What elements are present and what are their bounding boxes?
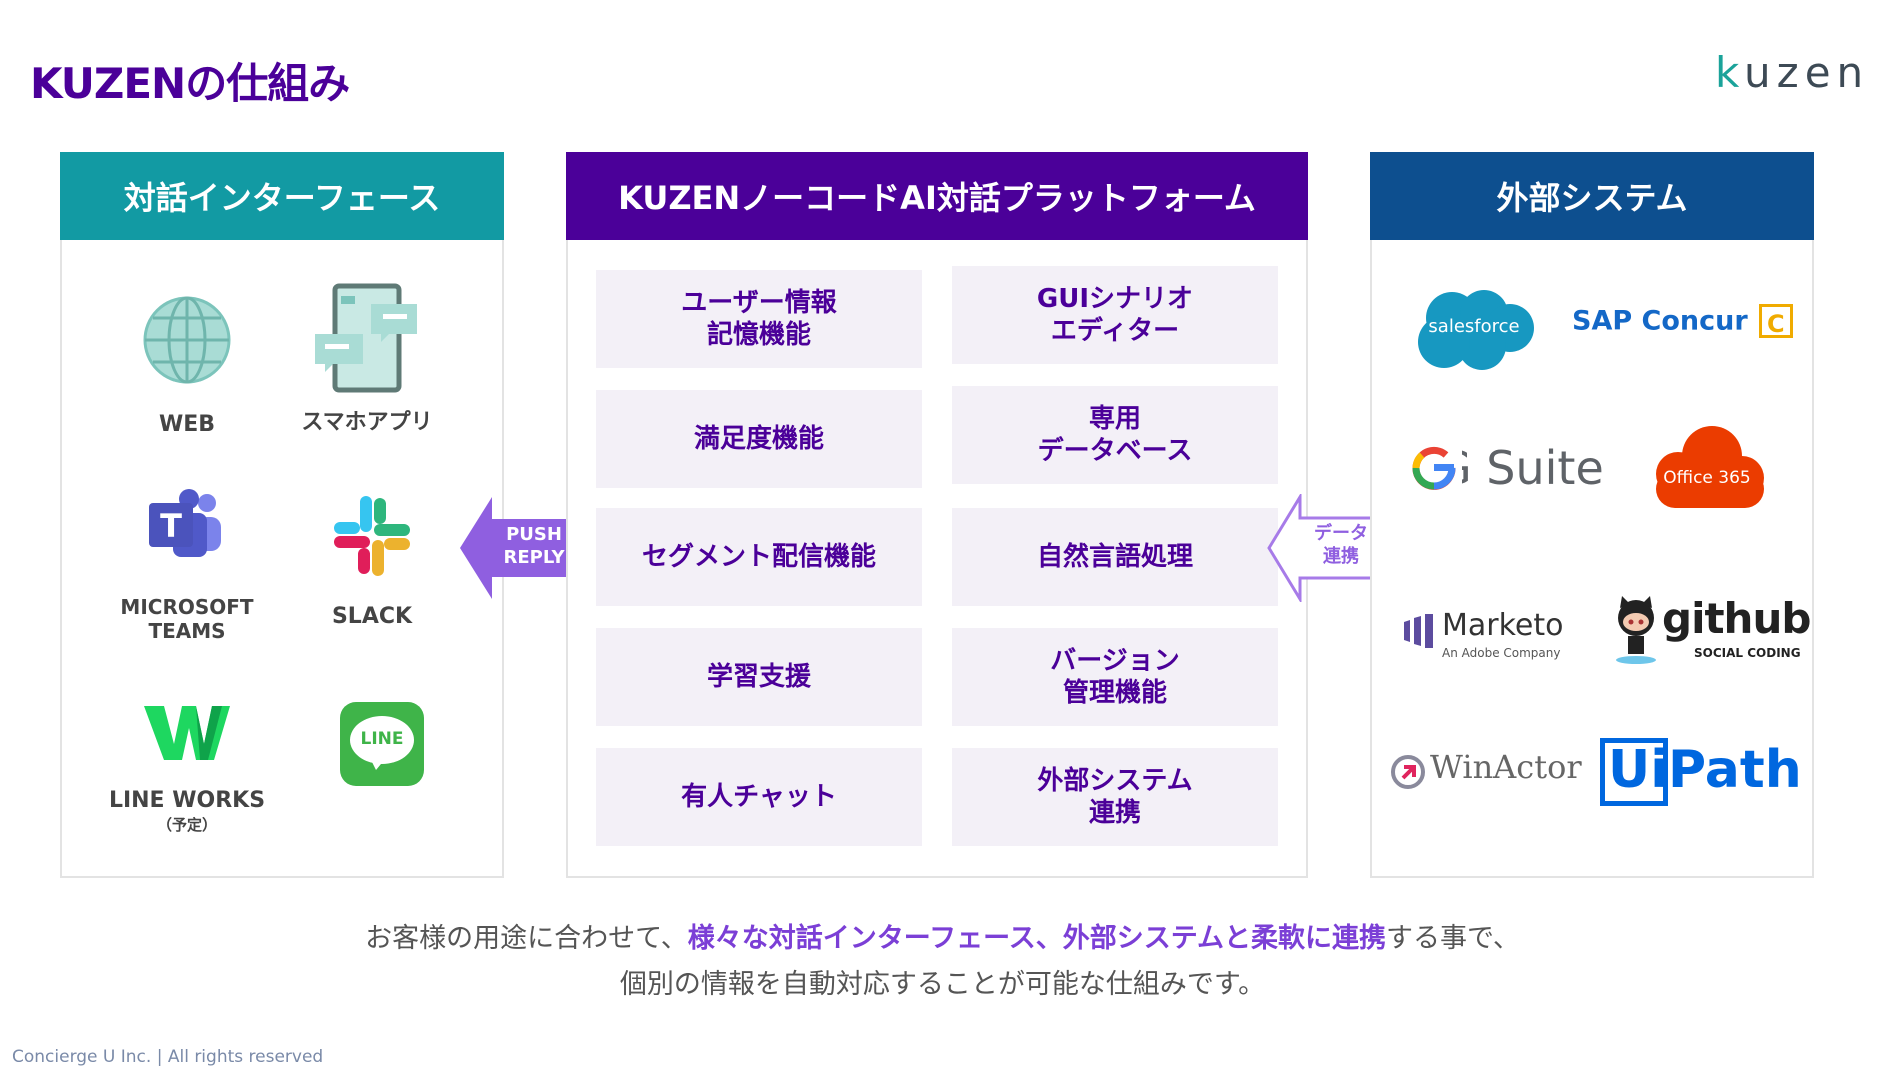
feature-version: バージョン 管理機能	[952, 628, 1278, 726]
description-highlight: 様々な対話インターフェース、外部システムと柔軟に連携	[687, 923, 1386, 954]
teams-label: MICROSOFT TEAMS	[120, 595, 254, 643]
interface-panel-header: 対話インターフェース	[60, 152, 504, 240]
feature-learning: 学習支援	[596, 628, 922, 726]
feature-operator-chat: 有人チャット	[596, 748, 922, 846]
kuzen-logo: kuzen	[1715, 48, 1870, 97]
web-label: WEB	[158, 412, 216, 437]
line-works-sub: （予定）	[156, 816, 217, 835]
description-line-1: お客様の用途に合わせて、様々な対話インターフェース、外部システムと柔軟に連携する…	[0, 916, 1885, 962]
globe-icon	[143, 296, 231, 384]
line-icon: LINE	[340, 702, 424, 786]
marketo-logo: Marketo An Adobe Company	[1402, 608, 1582, 664]
marketo-text: Marketo	[1442, 608, 1564, 643]
teams-item: T MICROSOFT TEAMS	[102, 489, 272, 643]
svg-text:T: T	[160, 507, 182, 545]
feature-segment: セグメント配信機能	[596, 508, 922, 606]
gsuite-logo: G Suite	[1412, 440, 1604, 500]
smartphone-app-label: スマホアプリ	[301, 410, 433, 435]
google-g-icon	[1412, 446, 1456, 490]
line-works-label: LINE WORKS	[108, 788, 266, 813]
github-text: github	[1662, 594, 1811, 643]
slack-item: SLACK	[312, 494, 432, 630]
slack-label: SLACK	[331, 604, 413, 629]
feature-user-memory: ユーザー情報 記憶機能	[596, 270, 922, 368]
uipath-ui-box	[1600, 738, 1668, 806]
line-works-item: LINE WORKS （予定）	[92, 704, 282, 835]
platform-panel: KUZENノーコードAI対話プラットフォーム ユーザー情報 記憶機能 GUIシナ…	[566, 152, 1308, 878]
link-label: 連携	[1323, 546, 1359, 568]
line-icon-label: LINE	[360, 729, 404, 749]
teams-icon: T	[149, 489, 221, 557]
description-part-a: お客様の用途に合わせて、	[365, 923, 688, 954]
smartphone-chat-icon	[315, 283, 417, 393]
winactor-icon	[1391, 755, 1425, 789]
uipath-logo: UiPath	[1600, 734, 1802, 808]
external-systems-panel: 外部システム salesforce SAP Concur C G Suite	[1370, 152, 1814, 878]
smartphone-app-item: スマホアプリ	[282, 282, 452, 436]
web-item: WEB	[132, 294, 242, 438]
uipath-text: UiPath	[1608, 740, 1802, 800]
page-title: KUZENの仕組み	[30, 59, 350, 108]
salesforce-logo: salesforce	[1412, 288, 1536, 372]
push-label: PUSH	[506, 524, 562, 545]
push-reply-label: PUSH REPLY	[490, 523, 578, 570]
octocat-icon	[1616, 596, 1656, 664]
feature-satisfaction: 満足度機能	[596, 390, 922, 488]
github-logo: github SOCIAL CODING	[1612, 594, 1811, 670]
description-line-2: 個別の情報を自動対応することが可能な仕組みです。	[619, 969, 1266, 1000]
data-label: データ	[1314, 523, 1368, 544]
line-works-icon	[144, 706, 230, 760]
sap-concur-logo: SAP Concur C	[1572, 304, 1802, 348]
external-systems-panel-header: 外部システム	[1370, 152, 1814, 240]
description-part-c: する事で、	[1385, 923, 1520, 954]
marketo-sub-text: An Adobe Company	[1442, 646, 1561, 660]
github-sub-text: SOCIAL CODING	[1694, 646, 1801, 660]
winactor-logo: WinActor	[1390, 748, 1582, 798]
interface-panel: 対話インターフェース WEB スマホアプリ	[60, 152, 504, 878]
feature-database: 専用 データベース	[952, 386, 1278, 484]
winactor-text: WinActor	[1430, 748, 1582, 786]
footer-copyright: Concierge U Inc. | All rights reserved	[12, 1047, 324, 1067]
feature-nlp: 自然言語処理	[952, 508, 1278, 606]
reply-label: REPLY	[503, 547, 565, 569]
line-item: LINE	[340, 702, 424, 786]
office365-logo: Office 365	[1642, 424, 1772, 510]
salesforce-text: salesforce	[1428, 316, 1520, 337]
concur-c-icon: C	[1758, 304, 1793, 338]
sap-concur-text: SAP Concur	[1572, 305, 1748, 337]
data-link-label: データ 連携	[1296, 522, 1386, 569]
gsuite-text: G Suite	[1436, 441, 1604, 495]
office365-text: Office 365	[1663, 468, 1751, 488]
marketo-bars-icon	[1404, 614, 1433, 648]
feature-gui-editor: GUIシナリオ エディター	[952, 266, 1278, 364]
slack-icon	[334, 496, 410, 576]
platform-panel-header: KUZENノーコードAI対話プラットフォーム	[566, 152, 1308, 240]
feature-external-link: 外部システム 連携	[952, 748, 1278, 846]
